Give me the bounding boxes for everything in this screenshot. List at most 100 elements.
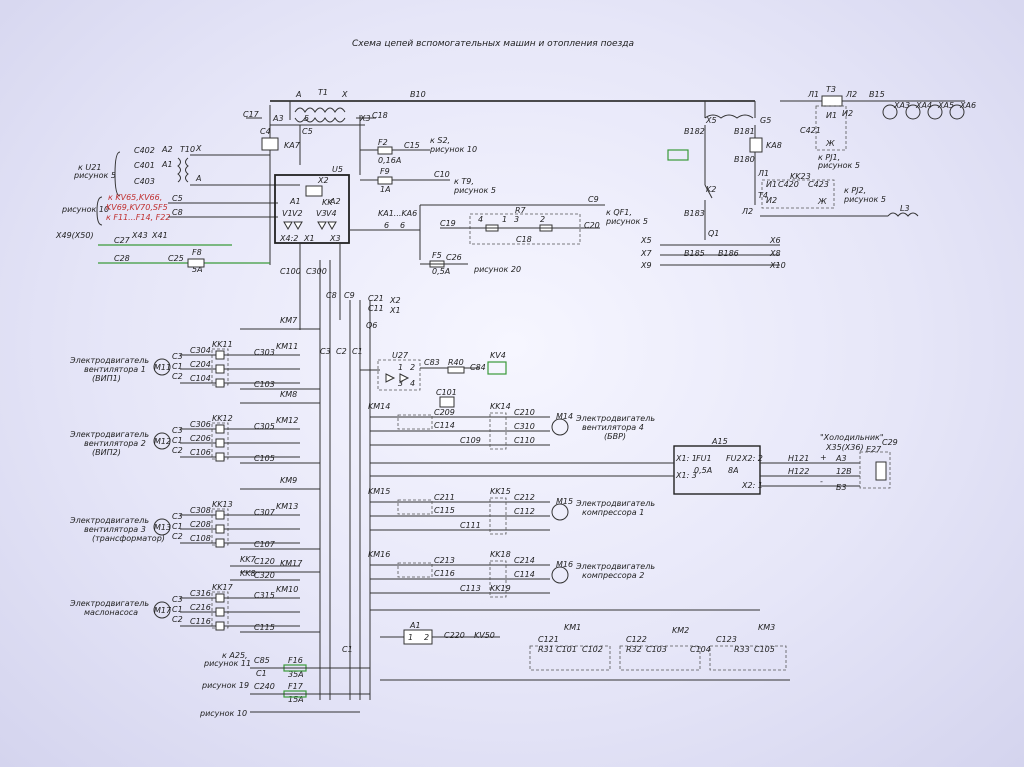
label-q6: Q6 (366, 321, 377, 330)
label-c25: C25 (168, 254, 184, 263)
motor-title-3: (БВР) (604, 432, 626, 441)
ref-qf1: к QF1, (606, 208, 632, 217)
label-x9: X9 (640, 261, 652, 270)
motor-symbol (551, 566, 569, 584)
phase-label: C2 (172, 532, 183, 541)
label-i2: И2 (842, 109, 853, 118)
motor-title-3: (трансформатор) (92, 534, 165, 543)
kk-box (489, 412, 507, 450)
label-c1-b1: C1 (342, 645, 353, 654)
label-bus-c1: C1 (352, 347, 363, 356)
label-x5-top: X5 (705, 116, 717, 125)
label-b182: B182 (684, 127, 705, 136)
motor-id: M14 (556, 412, 573, 421)
label-x3: X3 (359, 114, 371, 123)
cap-symbol (439, 396, 455, 408)
extra-label: C111 (460, 521, 481, 530)
motor-id: M15 (556, 497, 573, 506)
out-label-2: C107 (254, 540, 276, 549)
wire-label: C304 (190, 346, 211, 355)
label-bus-c21: C21 (368, 294, 384, 303)
label-t10: T10 (180, 145, 195, 154)
phase-label: C1 (172, 605, 183, 614)
label-h122: H122 (788, 467, 809, 476)
label-c17: C17 (243, 110, 260, 119)
motor-title-2: вентилятора 4 (582, 423, 644, 432)
label-fridge-a3: A3 (835, 454, 847, 463)
label-r33: R33 (734, 645, 750, 654)
ref-kv-line1: к KV65,KV66, (108, 193, 162, 202)
label-bus-c9: C9 (344, 291, 355, 300)
label-f8: F8 (192, 248, 202, 257)
label-x7: X7 (640, 249, 652, 258)
label-u27-3: 3 (398, 379, 403, 388)
label-kk23: KK23 (790, 172, 811, 181)
ref-t9-fig: рисунок 5 (453, 186, 496, 195)
cap-label: C101 (436, 388, 457, 397)
kk-element (215, 378, 225, 388)
label-c100: C100 (280, 267, 301, 276)
label-f16-rating: 35A (288, 670, 304, 679)
label-c15: C15 (404, 141, 420, 150)
label-bus-c8: C8 (326, 291, 337, 300)
label-u5-a1: A1 (289, 197, 301, 206)
label-c9-top: C9 (588, 195, 599, 204)
wire-label: C114 (514, 570, 535, 579)
mid-fuses: F2 C15 0,16A к S2, рисунок 10 F9 C10 1A … (350, 136, 648, 276)
km2-label: KM13 (276, 502, 298, 511)
kk-box (489, 497, 507, 535)
km-label: KM7 (280, 316, 298, 325)
label-fridge: "Холодильник" (820, 433, 884, 442)
kk-element (215, 524, 225, 534)
ref-pj2-fig: рисунок 5 (843, 195, 886, 204)
label-f17: F17 (288, 682, 304, 691)
label-c29: C29 (882, 438, 898, 447)
kk-element (215, 452, 225, 462)
label-x6: X6 (769, 236, 781, 245)
extra-label: C109 (460, 436, 481, 445)
label-c123: C123 (716, 635, 737, 644)
ref-qf1-fig: рисунок 5 (605, 217, 648, 226)
phase-label: C3 (172, 426, 183, 435)
ref-fig10-bottom: рисунок 10 (199, 709, 247, 718)
motor-title-2: маслонасоса (84, 608, 138, 617)
phase-label: C3 (172, 595, 183, 604)
kk7-kk8: KK7 KK8 C120 C320 (230, 555, 300, 581)
label-x2-1: X2: 1 (741, 481, 763, 490)
cap-box (397, 499, 433, 515)
label-bus-x2: X2 (389, 296, 401, 305)
motor-title-2: вентилятора 1 (84, 365, 146, 374)
label-a2: A2 (161, 145, 173, 154)
wire-label: C116 (190, 617, 211, 626)
label-km1: KM1 (564, 623, 581, 632)
ref-pj2: к PJ2, (844, 186, 866, 195)
cin-label: C209 (434, 408, 455, 417)
label-c403: C403 (134, 177, 155, 186)
wire-label: C104 (190, 374, 211, 383)
label-a1-bottom: A1 (409, 621, 421, 630)
kk-label: KK13 (212, 500, 233, 509)
ref-fig20: рисунок 20 (473, 265, 521, 274)
label-r31: R31 (538, 645, 554, 654)
label-kk7: KK7 (240, 555, 256, 564)
out-label-1: C315 (254, 591, 275, 600)
motor-symbol (153, 518, 171, 536)
label-fridge-plus: + (820, 453, 827, 462)
kk-box (489, 560, 507, 598)
label-r7-1: 1 (502, 215, 507, 224)
label-c421: C421 (800, 126, 821, 135)
out-label-2: C103 (254, 380, 275, 389)
label-l2-t4: Л2 (741, 207, 753, 216)
label-i1b: И1 (766, 180, 777, 189)
wire-label: C206 (190, 434, 211, 443)
ref-a25: к A25, (222, 651, 248, 660)
ref-s2: к S2, (430, 136, 450, 145)
label-x-t10: X (195, 144, 202, 153)
label-c101-b: C101 (556, 645, 577, 654)
label-c105: C105 (754, 645, 775, 654)
label-c18-mid: C18 (516, 235, 532, 244)
u27-block: U27 1 2 3 4 C83 R40 C84 KV4 (360, 351, 507, 391)
